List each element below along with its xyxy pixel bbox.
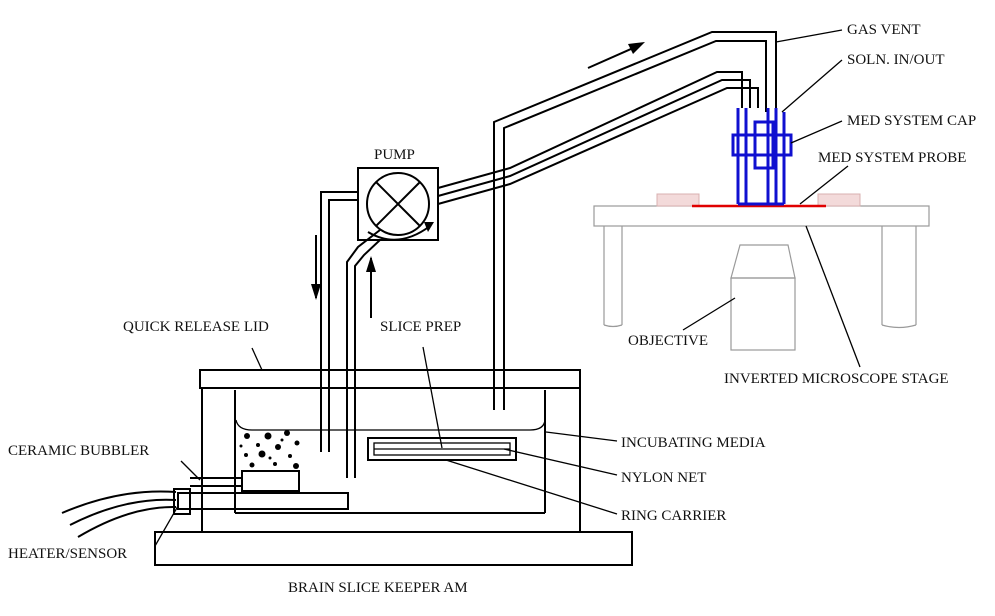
label-nylon-net: NYLON NET [621, 470, 706, 486]
stage-pad-right [817, 193, 861, 207]
stage-pad-left [656, 193, 700, 207]
flow-arrow-up [366, 256, 376, 318]
quick-release-lid [199, 369, 581, 389]
tube-gas-vent [493, 31, 777, 410]
label-pump: PUMP [374, 147, 415, 163]
label-med-system-probe: MED SYSTEM PROBE [818, 150, 966, 166]
pump [357, 167, 439, 241]
label-heater-sensor: HEATER/SENSOR [8, 546, 127, 562]
label-med-system-cap: MED SYSTEM CAP [847, 113, 976, 129]
bubbles [239, 430, 300, 469]
label-inverted-microscope-stage: INVERTED MICROSCOPE STAGE [724, 371, 949, 387]
med-system-cap [731, 133, 793, 157]
label-caption: BRAIN SLICE KEEPER AM [288, 580, 468, 596]
ceramic-bubbler [241, 470, 300, 492]
flow-arrow-top [587, 42, 645, 69]
label-incubating-media: INCUBATING MEDIA [621, 435, 766, 451]
tube-left-outer [320, 191, 358, 452]
label-slice-prep: SLICE PREP [380, 319, 461, 335]
leader-lines [154, 29, 861, 547]
heater-sensor-bar [177, 492, 349, 510]
heater-sensor-connector [173, 488, 191, 515]
label-gas-vent: GAS VENT [847, 22, 920, 38]
objective [730, 244, 796, 351]
tube-pump-to-probe [437, 71, 759, 205]
label-ceramic-bubbler: CERAMIC BUBBLER [8, 443, 149, 459]
flow-arrow-down [311, 235, 321, 300]
cables [61, 477, 242, 538]
label-objective: OBJECTIVE [628, 333, 708, 349]
ring-carrier [367, 437, 517, 461]
label-soln-in-out: SOLN. IN/OUT [847, 52, 945, 68]
microscope-stage [593, 205, 930, 329]
label-quick-release-lid: QUICK RELEASE LID [123, 319, 269, 335]
base-plate [154, 531, 633, 566]
tube-left-inner [346, 229, 381, 478]
media-surface [235, 419, 546, 431]
label-ring-carrier: RING CARRIER [621, 508, 726, 524]
